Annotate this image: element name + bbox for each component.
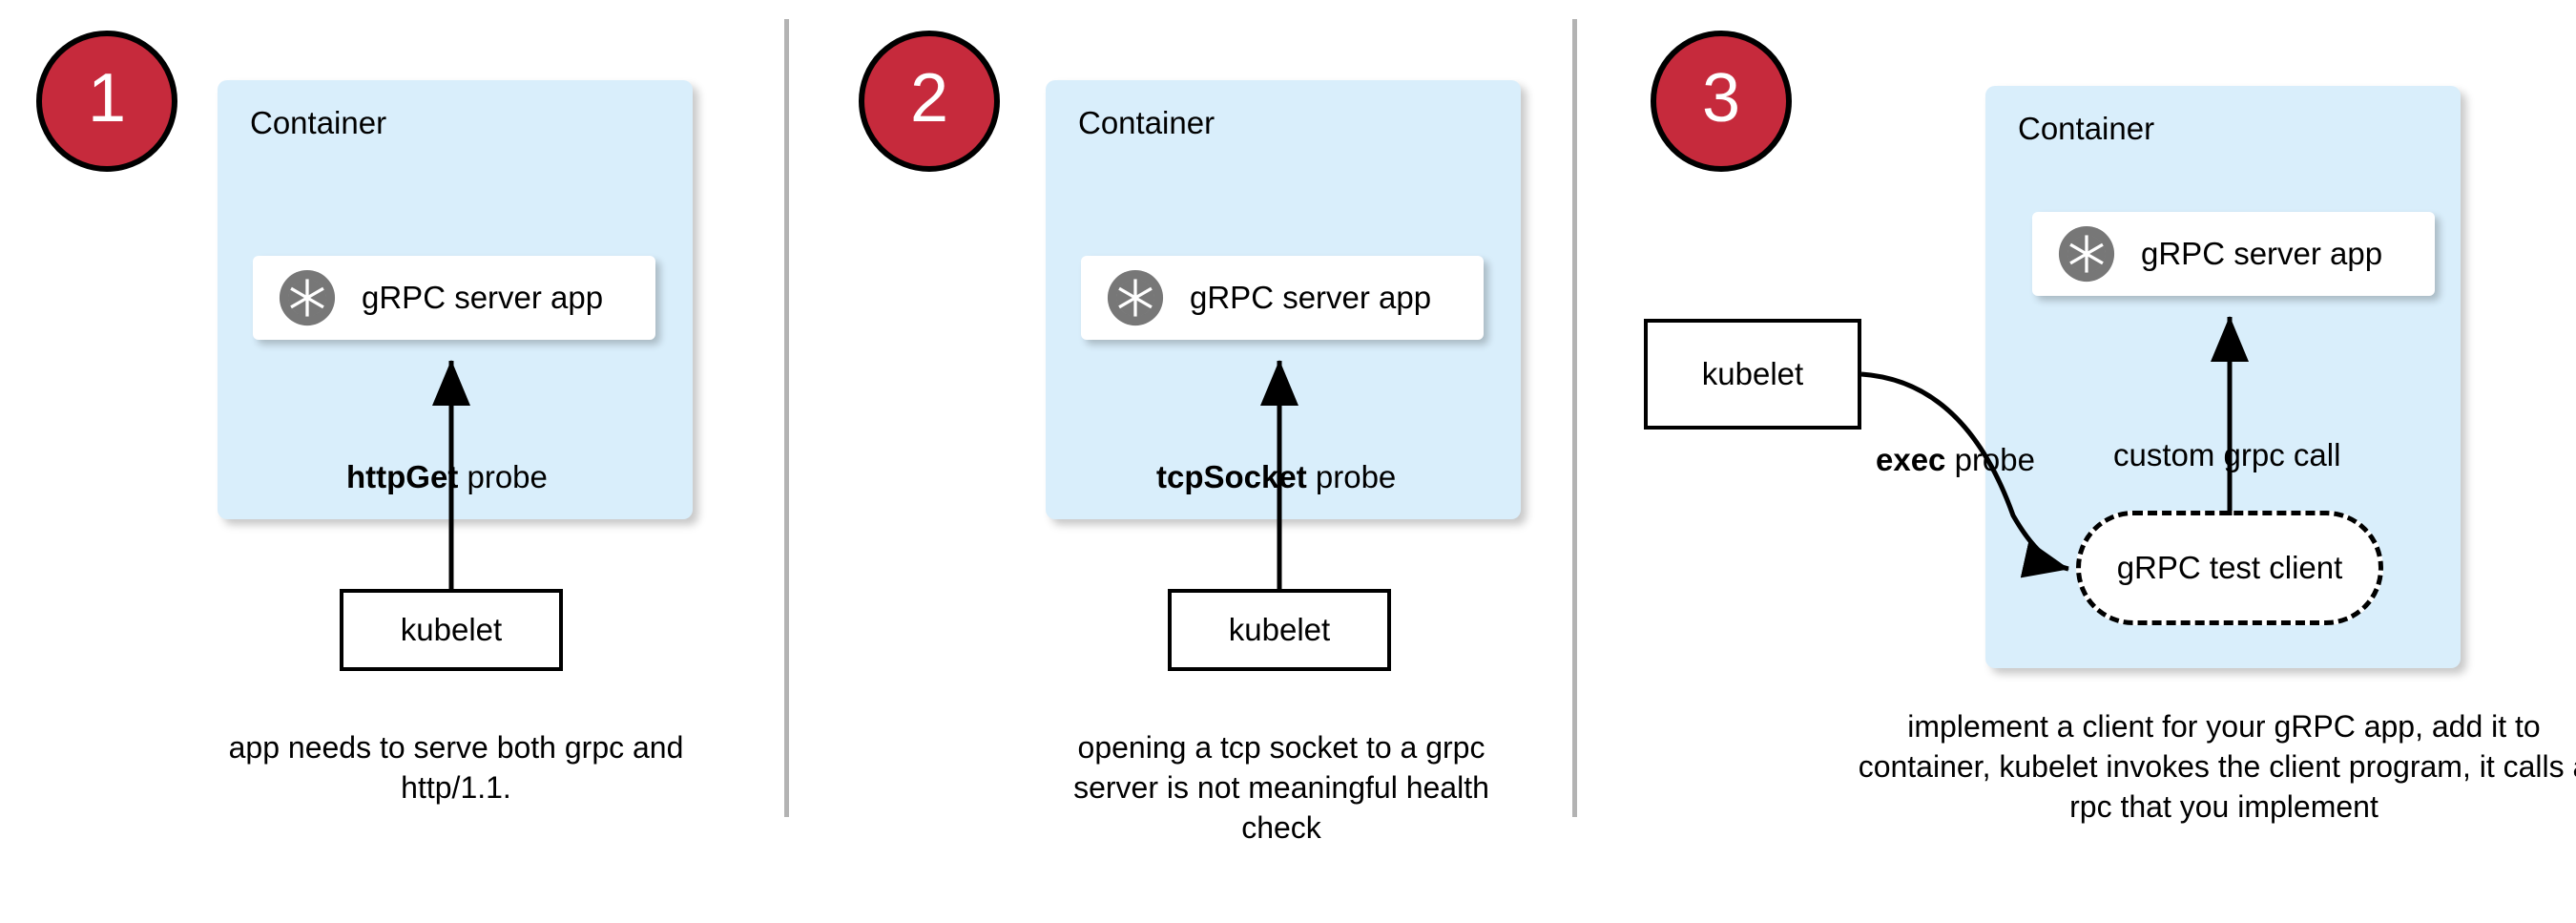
- step-badge-number: 2: [909, 60, 949, 136]
- step-badge-number: 3: [1701, 60, 1741, 136]
- container-label: Container: [1078, 105, 1215, 140]
- custom-grpc-call-label: custom grpc call: [2113, 437, 2341, 472]
- grpc-server-app-label: gRPC server app: [362, 280, 604, 315]
- step-badge-3: 3: [1651, 31, 1792, 172]
- kubelet-label: kubelet: [1228, 612, 1331, 647]
- probe-type-label: httpGet: [346, 459, 459, 494]
- grpc-aperture-icon: [279, 269, 336, 326]
- grpc-server-app-card-1: gRPC server app: [253, 256, 655, 340]
- panel-divider-2: [1572, 19, 1577, 817]
- container-label: Container: [250, 105, 387, 140]
- grpc-server-app-label: gRPC server app: [2141, 236, 2383, 271]
- step-badge-1: 1: [36, 31, 177, 172]
- grpc-server-app-label: gRPC server app: [1190, 280, 1432, 315]
- kubelet-box-3: kubelet: [1644, 319, 1861, 430]
- probe-type-label: exec: [1876, 442, 1946, 477]
- probe-type-label: tcpSocket: [1156, 459, 1307, 494]
- grpc-server-app-card-3: gRPC server app: [2032, 212, 2435, 296]
- grpc-aperture-icon: [2058, 225, 2115, 283]
- probe-edge-label-2: tcpSocket probe: [1156, 459, 1396, 495]
- step-badge-2: 2: [859, 31, 1000, 172]
- grpc-test-client-box: gRPC test client: [2076, 511, 2383, 625]
- kubelet-box-1: kubelet: [340, 589, 563, 671]
- panel-divider-1: [784, 19, 789, 817]
- exec-probe-edge-label: exec probe: [1876, 442, 2035, 478]
- panel-caption-2: opening a tcp socket to a grpc server is…: [1073, 730, 1489, 846]
- panel-caption-3: implement a client for your gRPC app, ad…: [1858, 709, 2576, 825]
- probe-edge-label-1: httpGet probe: [346, 459, 548, 495]
- panel-caption-1: app needs to serve both grpc and http/1.…: [228, 730, 684, 806]
- probe-word-label: probe: [1306, 459, 1397, 494]
- kubelet-label: kubelet: [1701, 356, 1804, 391]
- container-label: Container: [2018, 111, 2155, 146]
- kubelet-label: kubelet: [400, 612, 503, 647]
- grpc-server-app-card-2: gRPC server app: [1081, 256, 1484, 340]
- probe-word-label: probe: [458, 459, 548, 494]
- probe-word-label: probe: [1945, 442, 2035, 477]
- grpc-test-client-label: gRPC test client: [2116, 550, 2343, 585]
- step-badge-number: 1: [87, 60, 127, 136]
- kubelet-box-2: kubelet: [1168, 589, 1391, 671]
- grpc-aperture-icon: [1107, 269, 1164, 326]
